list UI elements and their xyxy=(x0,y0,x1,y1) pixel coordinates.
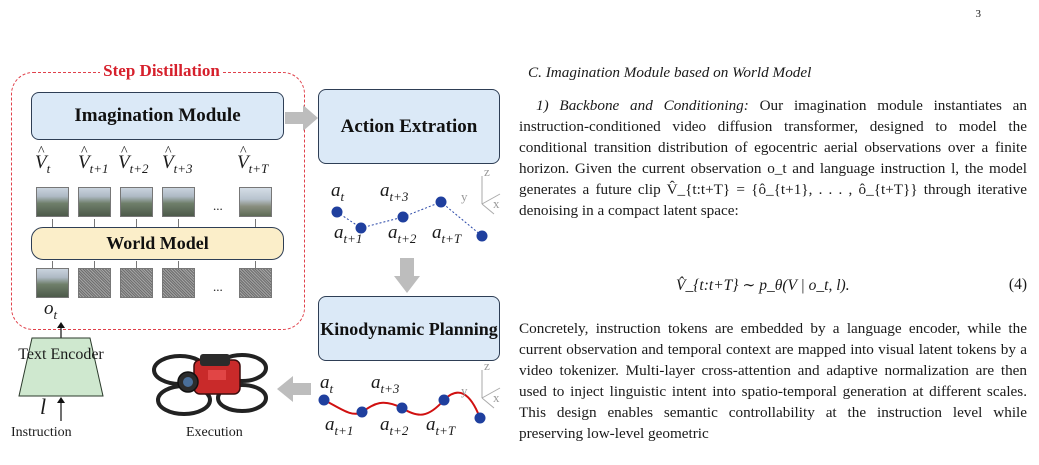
action-label: at+2 xyxy=(380,414,408,439)
waypoint-marker xyxy=(357,407,368,418)
page-number: 3 xyxy=(976,8,982,20)
axis-y-label: y xyxy=(461,383,468,399)
instruction-symbol: l xyxy=(40,394,46,420)
kinodynamic-planning-box: Kinodynamic Planning xyxy=(318,296,500,361)
action-label: at+T xyxy=(426,414,455,439)
current-observation-frame xyxy=(36,268,69,298)
action-label: at+2 xyxy=(388,222,416,247)
noise-frame xyxy=(162,268,195,298)
instruction-label: Instruction xyxy=(11,425,72,441)
waypoint-marker xyxy=(439,395,450,406)
drone-illustration xyxy=(150,330,270,425)
equation-number: (4) xyxy=(1009,276,1027,294)
ellipsis: ... xyxy=(213,279,223,295)
waypoint-marker xyxy=(477,231,488,242)
section-heading: C. Imagination Module based on World Mod… xyxy=(528,64,811,82)
action-label: at xyxy=(320,372,333,397)
imagination-module-box: Imagination Module xyxy=(31,92,284,140)
generated-frame xyxy=(239,187,272,217)
arrow-right-icon xyxy=(285,104,319,132)
arrow-down-icon xyxy=(393,258,421,294)
observation-label: ot xyxy=(44,298,57,323)
future-frame-label: ^Vt xyxy=(35,152,50,177)
generated-frame xyxy=(120,187,153,217)
action-label: at+3 xyxy=(371,372,399,397)
future-frame-label: ^Vt+2 xyxy=(118,152,149,177)
noise-frame xyxy=(120,268,153,298)
generated-frame xyxy=(36,187,69,217)
action-label: at+1 xyxy=(334,222,362,247)
axis-z-label: z xyxy=(484,164,490,180)
paragraph: 1) Backbone and Conditioning: Our imagin… xyxy=(519,95,1027,221)
action-extraction-box: Action Extration xyxy=(318,89,500,164)
arrow-up-icon xyxy=(56,397,66,421)
waypoint-marker xyxy=(398,212,409,223)
noise-frame xyxy=(78,268,111,298)
noise-frame xyxy=(239,268,272,298)
waypoint-marker xyxy=(397,403,408,414)
generated-frame xyxy=(162,187,195,217)
world-model-box: World Model xyxy=(31,227,284,260)
equation: V̂_{t:t+T} ∼ p_θ(V | o_t, l). xyxy=(676,276,850,295)
text-encoder-label: Text Encoder xyxy=(18,345,104,364)
axis-x-label: x xyxy=(493,390,500,406)
future-frame-label: ^Vt+T xyxy=(237,152,268,177)
axis-y-label: y xyxy=(461,189,468,205)
arrow-left-icon xyxy=(276,375,312,403)
action-label: at+1 xyxy=(325,414,353,439)
axis-x-label: x xyxy=(493,196,500,212)
paragraph-text: Our imagination module instantiates an i… xyxy=(519,97,1027,219)
step-distillation-label: Step Distillation xyxy=(0,61,323,81)
ellipsis: ... xyxy=(213,198,223,214)
future-frame-label: ^Vt+1 xyxy=(78,152,109,177)
waypoint-marker xyxy=(332,207,343,218)
action-label: at+T xyxy=(432,222,461,247)
action-label: at xyxy=(331,180,344,205)
paragraph: Concretely, instruction tokens are embed… xyxy=(519,318,1027,444)
action-label: at+3 xyxy=(380,180,408,205)
subheading: 1) Backbone and Conditioning: xyxy=(536,97,749,114)
waypoint-marker xyxy=(475,413,486,424)
execution-label: Execution xyxy=(186,425,243,441)
method-figure: Step Distillation Imagination Module Act… xyxy=(0,0,515,465)
waypoint-marker xyxy=(436,197,447,208)
generated-frame xyxy=(78,187,111,217)
future-frame-label: ^Vt+3 xyxy=(162,152,193,177)
axis-z-label: z xyxy=(484,358,490,374)
